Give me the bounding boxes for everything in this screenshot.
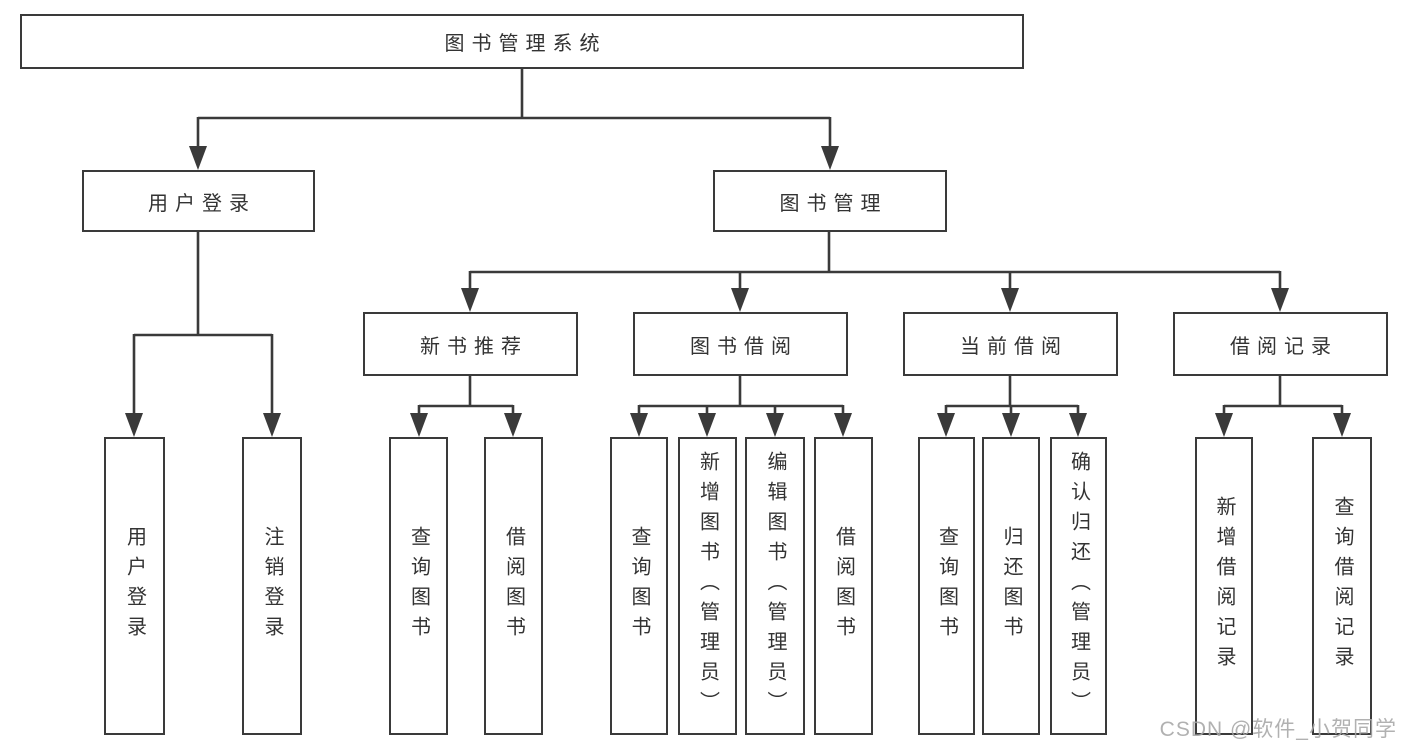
node-book-borrowing: 图书借阅 — [633, 312, 848, 376]
arrow-down-icon — [1069, 413, 1087, 437]
arrow-down-icon — [1271, 288, 1289, 312]
arrow-down-icon — [731, 288, 749, 312]
node-cb-query-books: 查询图书 — [918, 437, 975, 735]
arrow-down-icon — [1333, 413, 1351, 437]
node-borrow-records: 借阅记录 — [1173, 312, 1388, 376]
node-cb-confirm-return-admin: 确认归还（管理员） — [1050, 437, 1107, 735]
arrow-down-icon — [937, 413, 955, 437]
arrow-down-icon — [1002, 413, 1020, 437]
node-br-add-record: 新增借阅记录 — [1195, 437, 1253, 735]
arrow-down-icon — [630, 413, 648, 437]
arrow-down-icon — [1001, 288, 1019, 312]
arrow-down-icon — [821, 146, 839, 170]
node-logout: 注销登录 — [242, 437, 302, 735]
arrow-down-icon — [698, 413, 716, 437]
arrow-down-icon — [834, 413, 852, 437]
node-current-borrowing: 当前借阅 — [903, 312, 1118, 376]
arrow-down-icon — [410, 413, 428, 437]
arrow-down-icon — [504, 413, 522, 437]
arrow-down-icon — [125, 413, 143, 437]
node-user-login: 用户登录 — [82, 170, 315, 232]
node-bb-query-books: 查询图书 — [610, 437, 668, 735]
arrow-down-icon — [263, 413, 281, 437]
node-system-root: 图书管理系统 — [20, 14, 1024, 69]
arrow-down-icon — [1215, 413, 1233, 437]
arrow-down-icon — [766, 413, 784, 437]
connector-lines — [132, 69, 1344, 418]
node-bb-add-books-admin: 新增图书（管理员） — [678, 437, 737, 735]
node-login: 用户登录 — [104, 437, 165, 735]
node-cb-return-books: 归还图书 — [982, 437, 1040, 735]
node-new-book-recommend: 新书推荐 — [363, 312, 578, 376]
node-book-management: 图书管理 — [713, 170, 947, 232]
node-bb-borrow-books: 借阅图书 — [814, 437, 873, 735]
node-bb-edit-books-admin: 编辑图书（管理员） — [745, 437, 805, 735]
arrow-down-icon — [461, 288, 479, 312]
node-nbr-query-books: 查询图书 — [389, 437, 448, 735]
node-br-query-record: 查询借阅记录 — [1312, 437, 1372, 735]
node-nbr-borrow-books: 借阅图书 — [484, 437, 543, 735]
arrow-down-icon — [189, 146, 207, 170]
